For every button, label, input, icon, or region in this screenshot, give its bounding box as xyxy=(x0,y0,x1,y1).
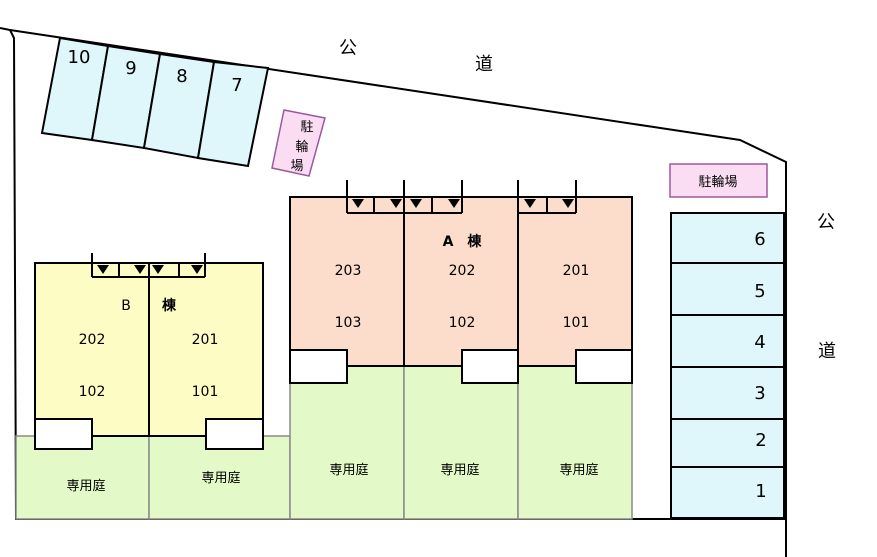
road-label-top-1: 公 xyxy=(339,38,357,59)
parking-space-6 xyxy=(670,212,785,264)
bicycle-parking-1-char-1: 駐 xyxy=(300,120,313,135)
bicycle-parking-1-char-3: 場 xyxy=(290,159,303,174)
parking-number-4: 4 xyxy=(754,332,765,353)
private-gardens xyxy=(15,365,633,520)
parking-number-1: 1 xyxy=(755,481,766,502)
garden-a-202 xyxy=(403,365,519,520)
building-a-entrance-202 xyxy=(461,349,519,384)
road-label-right-1: 公 xyxy=(817,212,835,233)
building-b-unit-101: 101 xyxy=(192,384,219,400)
building-a xyxy=(289,180,633,384)
building-b-unit-102: 102 xyxy=(79,384,106,400)
parking-number-6: 6 xyxy=(754,229,765,250)
garden-a-201 xyxy=(517,365,633,520)
garden-label-5: 専用庭 xyxy=(559,462,598,478)
building-a-unit-202: 202 xyxy=(449,263,476,279)
building-a-entrance-201 xyxy=(575,349,633,384)
garden-a-203 xyxy=(289,365,405,520)
parking-number-10: 10 xyxy=(68,47,91,68)
building-b xyxy=(34,253,264,450)
building-b-unit-201: 201 xyxy=(192,332,219,348)
building-b-unit-202: 202 xyxy=(79,332,106,348)
parking-space-2 xyxy=(670,418,785,468)
building-a-name: A 棟 xyxy=(443,233,483,250)
parking-top xyxy=(40,36,270,168)
building-a-entrance-203 xyxy=(289,349,348,384)
garden-label-2: 専用庭 xyxy=(201,470,240,486)
parking-number-9: 9 xyxy=(125,58,136,79)
parking-space-7 xyxy=(196,60,270,168)
parking-number-2: 2 xyxy=(755,430,766,451)
road-label-right-2: 道 xyxy=(818,341,836,362)
parking-space-5 xyxy=(670,262,785,316)
building-b-entrance-201 xyxy=(205,418,264,450)
parking-number-8: 8 xyxy=(176,66,187,87)
parking-right xyxy=(670,212,785,519)
parking-number-5: 5 xyxy=(754,281,765,302)
building-a-unit-102: 102 xyxy=(449,315,476,331)
garden-label-3: 専用庭 xyxy=(329,462,368,478)
parking-space-3 xyxy=(670,366,785,420)
bicycle-parking-2-label: 駐輪場 xyxy=(698,174,737,190)
building-b-name-letter: B xyxy=(121,298,131,314)
parking-number-3: 3 xyxy=(754,383,765,404)
building-a-door-arrows xyxy=(352,199,574,208)
building-b-entrance-202 xyxy=(34,418,93,450)
parking-space-1 xyxy=(670,466,785,519)
building-b-name-kanji: 棟 xyxy=(162,297,177,314)
bicycle-parking-1-char-2: 輪 xyxy=(295,139,308,155)
parking-number-7: 7 xyxy=(231,75,242,96)
building-b-door-arrows xyxy=(97,265,203,274)
bicycle-parking-1 xyxy=(271,109,326,177)
garden-label-4: 専用庭 xyxy=(440,462,479,478)
building-a-unit-101: 101 xyxy=(563,315,590,331)
road-label-top-2: 道 xyxy=(475,54,493,75)
building-a-unit-201: 201 xyxy=(563,263,590,279)
bicycle-parking-2 xyxy=(669,163,768,198)
parking-space-4 xyxy=(670,314,785,368)
garden-label-1: 専用庭 xyxy=(66,478,105,494)
building-a-unit-103: 103 xyxy=(335,315,362,331)
building-a-unit-203: 203 xyxy=(335,263,362,279)
